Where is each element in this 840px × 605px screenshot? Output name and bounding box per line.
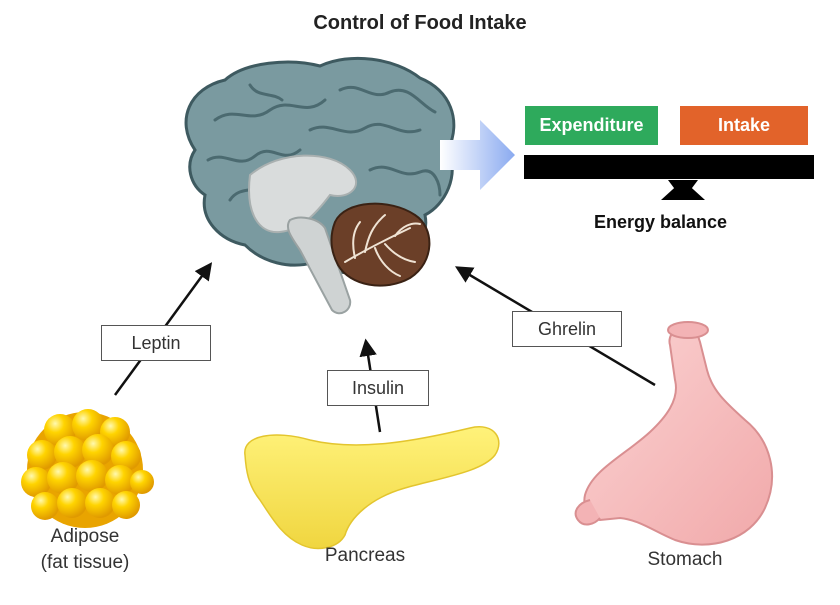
stomach-icon [574,321,773,546]
arrow-right-icon [440,120,515,190]
expenditure-bar [525,106,658,145]
pancreas-icon [244,426,500,550]
expenditure-label: Expenditure [539,115,644,135]
insulin-label: Insulin [327,370,429,406]
leptin-label: Leptin [101,325,211,361]
intake-bar [680,106,808,145]
adipose-label: Adipose (fat tissue) [10,524,160,576]
ghrelin-label: Ghrelin [512,311,622,347]
brain-icon [184,56,456,315]
energy-balance-caption: Energy balance [594,212,728,232]
fat-cluster-icon [21,409,154,528]
diagram-title: Control of Food Intake [313,12,527,34]
adipose-label-line1: Adipose [50,526,120,547]
pancreas-label: Pancreas [324,545,406,566]
intake-label: Intake [717,115,771,135]
fulcrum-triangle [661,180,705,200]
balance-beam [524,155,814,179]
stomach-label: Stomach [647,549,723,570]
adipose-label-line2: (fat tissue) [40,552,130,573]
